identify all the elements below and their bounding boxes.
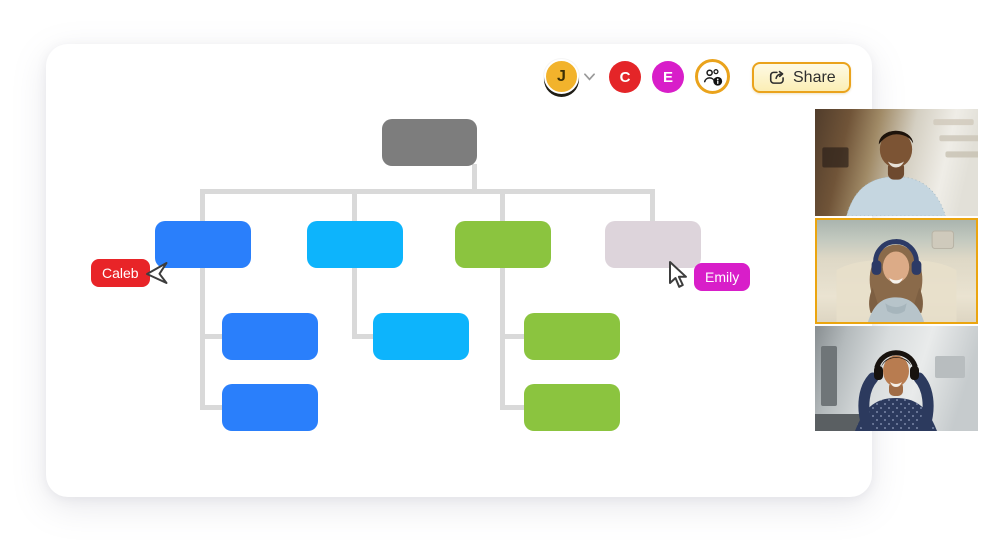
participant-2-video <box>817 220 976 322</box>
video-thumbnail-participant-3[interactable] <box>815 326 978 431</box>
org-node-branch-cyan[interactable] <box>307 221 403 268</box>
connector-drop-cyan <box>352 189 357 221</box>
org-node-blue-child-2[interactable] <box>222 384 318 431</box>
org-node-green-child-2[interactable] <box>524 384 620 431</box>
share-button[interactable]: Share <box>752 62 851 93</box>
org-node-branch-lavender[interactable] <box>605 221 701 268</box>
connector-cyan-vertical <box>352 268 357 339</box>
cursor-caleb <box>146 262 168 284</box>
connector-green-elbow-1 <box>500 334 524 339</box>
connector-drop-green <box>500 189 505 221</box>
avatar-collaborator-e[interactable]: E <box>652 61 684 93</box>
video-thumbnail-participant-1[interactable] <box>815 109 978 216</box>
connector-green-elbow-2 <box>500 405 524 410</box>
connector-drop-blue <box>200 189 205 221</box>
video-thumbnail-participant-2-active[interactable] <box>815 218 978 324</box>
participant-1-video <box>815 109 978 216</box>
connector-root-stem <box>472 164 477 193</box>
org-node-branch-blue[interactable] <box>155 221 251 268</box>
connector-drop-lavender <box>650 189 655 221</box>
chevron-down-icon[interactable] <box>583 72 596 82</box>
connector-blue-elbow-2 <box>200 405 222 410</box>
org-node-root[interactable] <box>382 119 477 166</box>
whiteboard-canvas: J C E Share Caleb <box>46 44 872 497</box>
connector-cyan-elbow <box>352 334 373 339</box>
participant-3-video <box>815 326 978 431</box>
org-node-green-child-1[interactable] <box>524 313 620 360</box>
share-icon <box>769 70 784 84</box>
avatar-current-user[interactable]: J <box>544 59 579 94</box>
avatar-collaborator-c[interactable]: C <box>609 61 641 93</box>
org-node-branch-green[interactable] <box>455 221 551 268</box>
share-button-label: Share <box>793 68 836 86</box>
connector-blue-elbow-1 <box>200 334 222 339</box>
org-node-cyan-child-1[interactable] <box>373 313 469 360</box>
collaborators-info-icon <box>703 68 722 86</box>
org-node-blue-child-1[interactable] <box>222 313 318 360</box>
cursor-emily <box>669 261 687 288</box>
collaborators-button[interactable] <box>695 59 730 94</box>
cursor-label-emily: Emily <box>694 263 751 291</box>
connector-main-horizontal <box>200 189 655 194</box>
cursor-label-caleb: Caleb <box>91 259 150 287</box>
